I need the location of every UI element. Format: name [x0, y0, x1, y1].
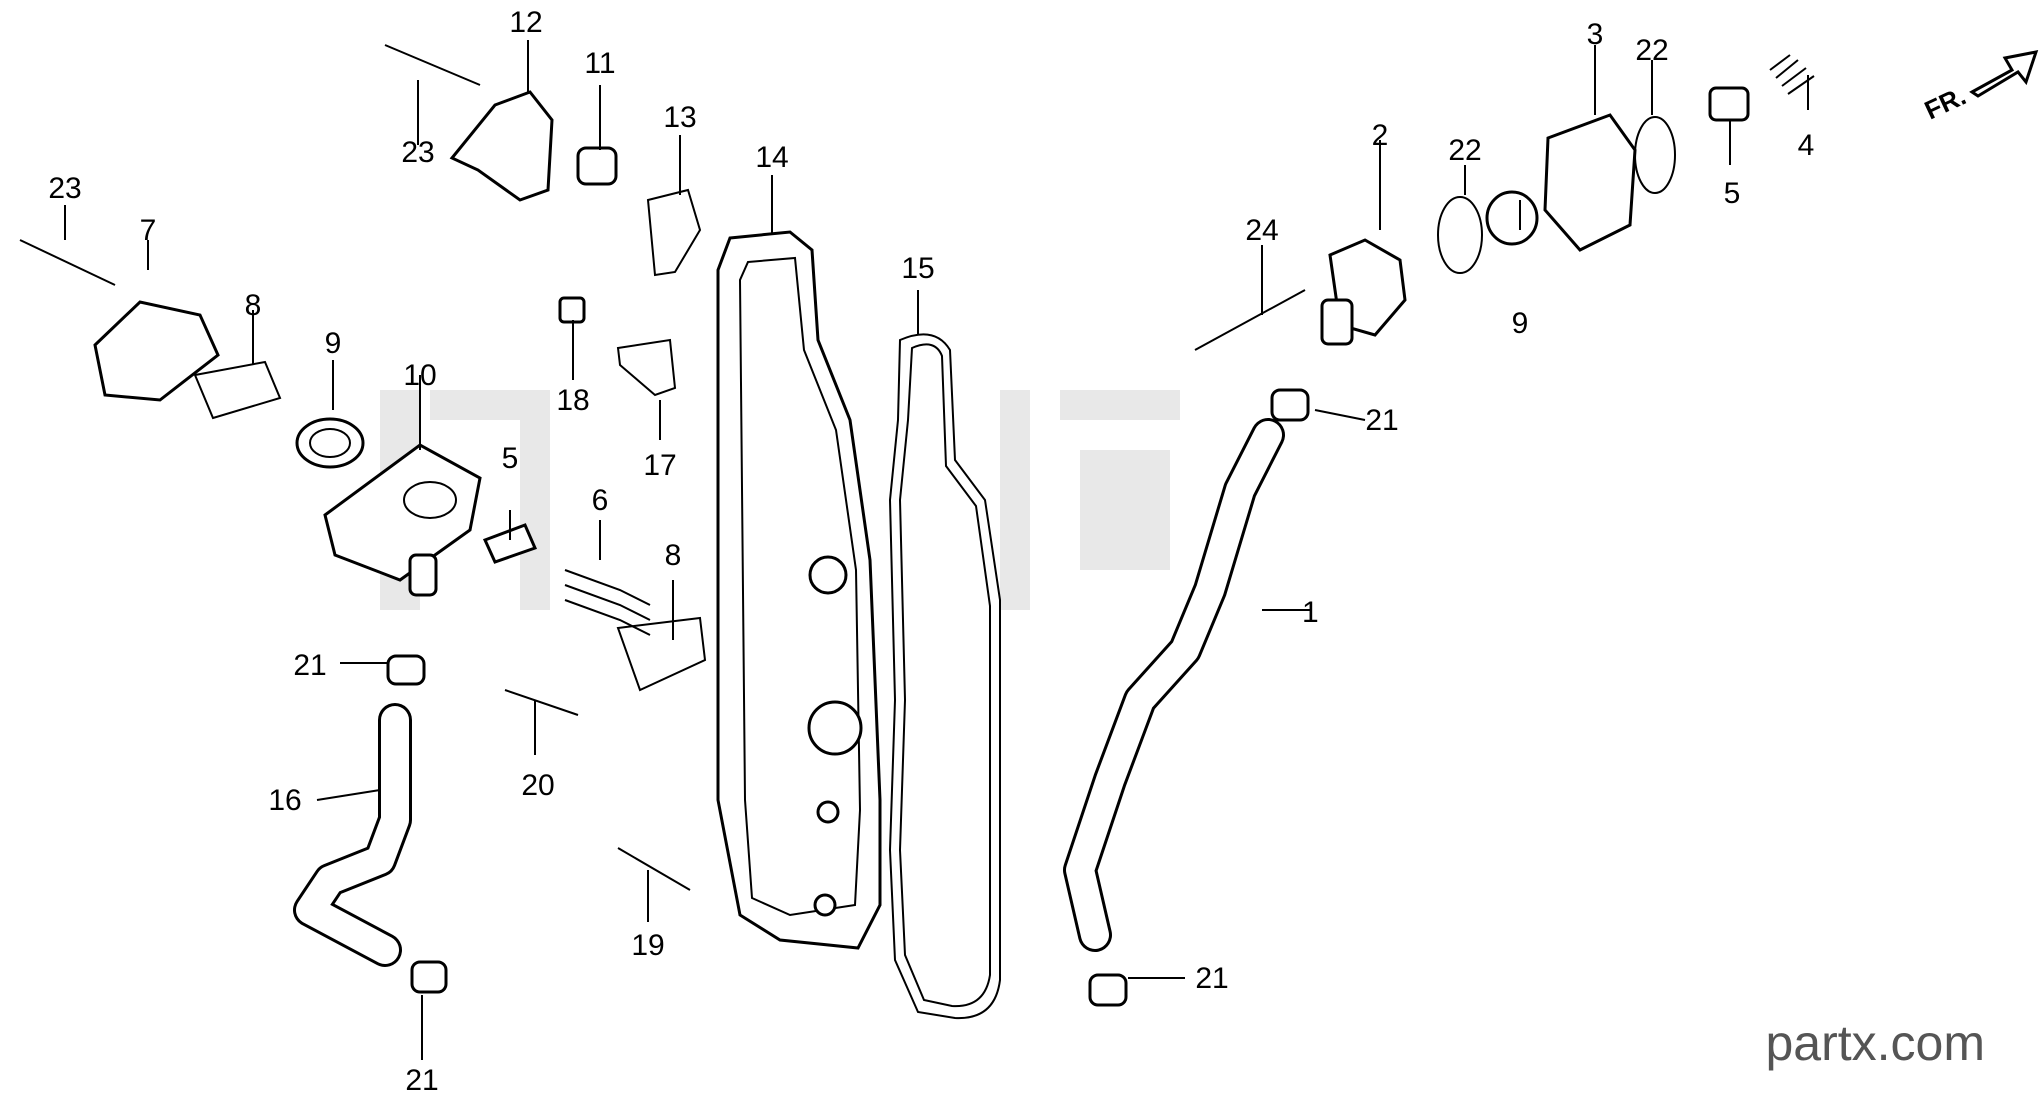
callout-14: 14	[755, 141, 788, 174]
callout-8-left: 8	[245, 289, 262, 322]
callout-10: 10	[403, 359, 436, 392]
callout-21-left: 21	[293, 649, 326, 682]
front-direction-arrow	[1969, 50, 2039, 98]
callout-22-right: 22	[1635, 34, 1668, 67]
callout-8-center: 8	[665, 539, 682, 572]
callout-5-left: 5	[502, 442, 519, 475]
callout-6: 6	[592, 484, 609, 517]
callout-9-right: 9	[1512, 307, 1529, 340]
left-thermostat-assembly	[93, 300, 707, 692]
callout-labels: 1 2 3 4 5 5 6 7 8 8 9 9 10 11 12 13 14 1…	[48, 6, 1815, 1097]
front-direction-label: FR.	[1920, 81, 1971, 126]
callout-19: 19	[631, 929, 664, 962]
callout-12: 12	[509, 6, 542, 39]
callout-9-left: 9	[325, 327, 342, 360]
callout-13: 13	[663, 101, 696, 134]
callout-21-bottom-right: 21	[1195, 962, 1228, 995]
callout-23-left: 23	[48, 172, 81, 205]
callout-1: 1	[1302, 596, 1319, 629]
callout-3: 3	[1587, 18, 1604, 51]
callout-2: 2	[1372, 119, 1389, 152]
right-thermostat-assembly	[1194, 54, 1815, 351]
callout-21-upper-right: 21	[1365, 404, 1398, 437]
callout-5-right: 5	[1724, 177, 1741, 210]
callout-22-left: 22	[1448, 134, 1481, 167]
callout-20: 20	[521, 769, 554, 802]
callout-11: 11	[584, 47, 615, 80]
part-15-cover-gasket	[888, 333, 1001, 1020]
watermark-brand: partx.com	[1765, 1015, 1985, 1071]
callout-21-bottom-left: 21	[405, 1064, 438, 1097]
callout-4: 4	[1798, 129, 1815, 162]
callout-15: 15	[901, 252, 934, 285]
callout-17: 17	[643, 449, 676, 482]
callout-16: 16	[268, 784, 301, 817]
part-1-hose	[1063, 418, 1285, 952]
callout-23-top: 23	[401, 136, 434, 169]
hose-clips-21	[386, 388, 1310, 1007]
part-14-cylinder-head-cover	[716, 230, 882, 950]
leader-lines	[64, 40, 1809, 1060]
callout-18: 18	[556, 384, 589, 417]
upper-left-fittings	[19, 44, 702, 891]
background-watermark	[380, 390, 1180, 610]
part-16-hose	[293, 703, 412, 967]
callout-7: 7	[140, 214, 157, 247]
callout-24: 24	[1245, 214, 1278, 247]
